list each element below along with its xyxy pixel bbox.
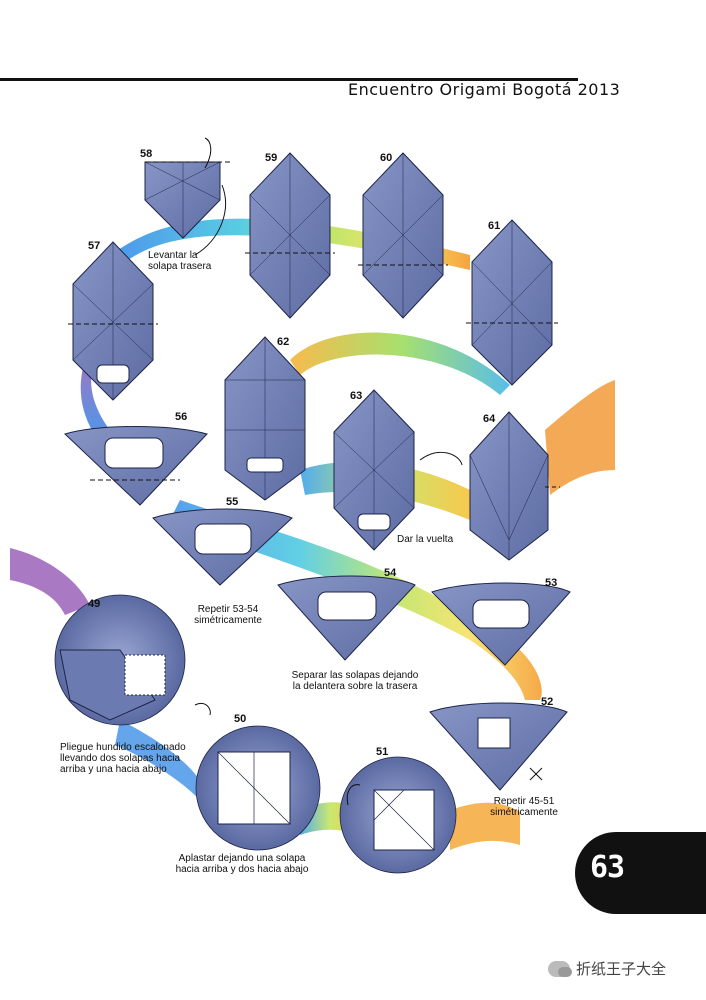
- caption-line: solapa trasera: [148, 261, 212, 272]
- step-number-57: 57: [88, 240, 101, 252]
- caption-pliegue: Pliegue hundido escalonado llevando dos …: [60, 742, 186, 775]
- header-rule: [0, 78, 578, 81]
- page-number-badge: [575, 832, 706, 914]
- step-number-64: 64: [483, 413, 496, 425]
- step-59-figure: [245, 152, 335, 319]
- step-56-figure: [64, 426, 208, 506]
- caption-line: Repetir 53-54: [197, 604, 259, 615]
- step-number-49: 49: [88, 598, 101, 610]
- page-number: 63: [590, 850, 625, 885]
- step-61-figure: [466, 219, 558, 386]
- watermark-text: 折纸王子大全: [576, 961, 667, 978]
- caption-line: hacia arriba y dos hacia abajo: [175, 864, 309, 875]
- caption-repetir-45-51: Repetir 45-51 simétricamente: [484, 796, 564, 818]
- caption-line: simétricamente: [490, 807, 558, 818]
- step-number-62: 62: [277, 336, 290, 348]
- step-51-figure: [339, 756, 457, 874]
- caption-dar-vuelta: Dar la vuelta: [397, 534, 454, 545]
- caption-line: arriba y una hacia abajo: [60, 764, 167, 775]
- caption-line: Levantar la: [148, 250, 198, 261]
- step-49-figure: [54, 594, 211, 726]
- step-number-58: 58: [140, 148, 153, 160]
- step-53-figure: [431, 582, 571, 666]
- step-57-figure: [68, 241, 158, 401]
- caption-line: llevando dos solapas hacia: [60, 753, 181, 764]
- step-54-figure: [277, 575, 416, 661]
- step-55-figure: [152, 508, 293, 586]
- step-number-50: 50: [234, 713, 247, 725]
- step-number-53: 53: [545, 577, 558, 589]
- caption-separar: Separar las solapas dejando la delantera…: [280, 670, 430, 692]
- page-title: Encuentro Origami Bogotá 2013: [348, 80, 621, 99]
- wechat-icon: [548, 960, 572, 977]
- caption-line: Pliegue hundido escalonado: [60, 742, 186, 753]
- caption-repetir-53-54: Repetir 53-54 simétricamente: [183, 604, 273, 626]
- step-number-61: 61: [488, 220, 501, 232]
- step-number-51: 51: [376, 746, 389, 758]
- step-number-55: 55: [226, 496, 239, 508]
- watermark: 折纸王子大全: [548, 958, 666, 979]
- step-52-figure: [429, 702, 568, 791]
- step-63-figure: [333, 389, 463, 551]
- caption-line: Separar las solapas dejando: [291, 670, 419, 681]
- caption-aplastar: Aplastar dejando una solapa hacia arriba…: [168, 853, 316, 875]
- step-number-59: 59: [265, 152, 278, 164]
- step-60-figure: [358, 152, 448, 319]
- caption-line: Aplastar dejando una solapa: [178, 853, 306, 864]
- step-number-56: 56: [175, 411, 188, 423]
- step-62-figure: [224, 336, 306, 501]
- caption-line: la delantera sobre la trasera: [292, 681, 418, 692]
- caption-line: Repetir 45-51: [493, 796, 555, 807]
- step-50-figure: [195, 725, 321, 851]
- step-58-figure: [144, 137, 232, 256]
- caption-levantar: Levantar la solapa trasera: [148, 250, 211, 272]
- caption-line: simétricamente: [194, 615, 262, 626]
- step-number-54: 54: [384, 567, 397, 579]
- step-number-52: 52: [541, 696, 554, 708]
- step-64-figure: [469, 411, 560, 561]
- step-number-63: 63: [350, 390, 363, 402]
- step-number-60: 60: [380, 152, 393, 164]
